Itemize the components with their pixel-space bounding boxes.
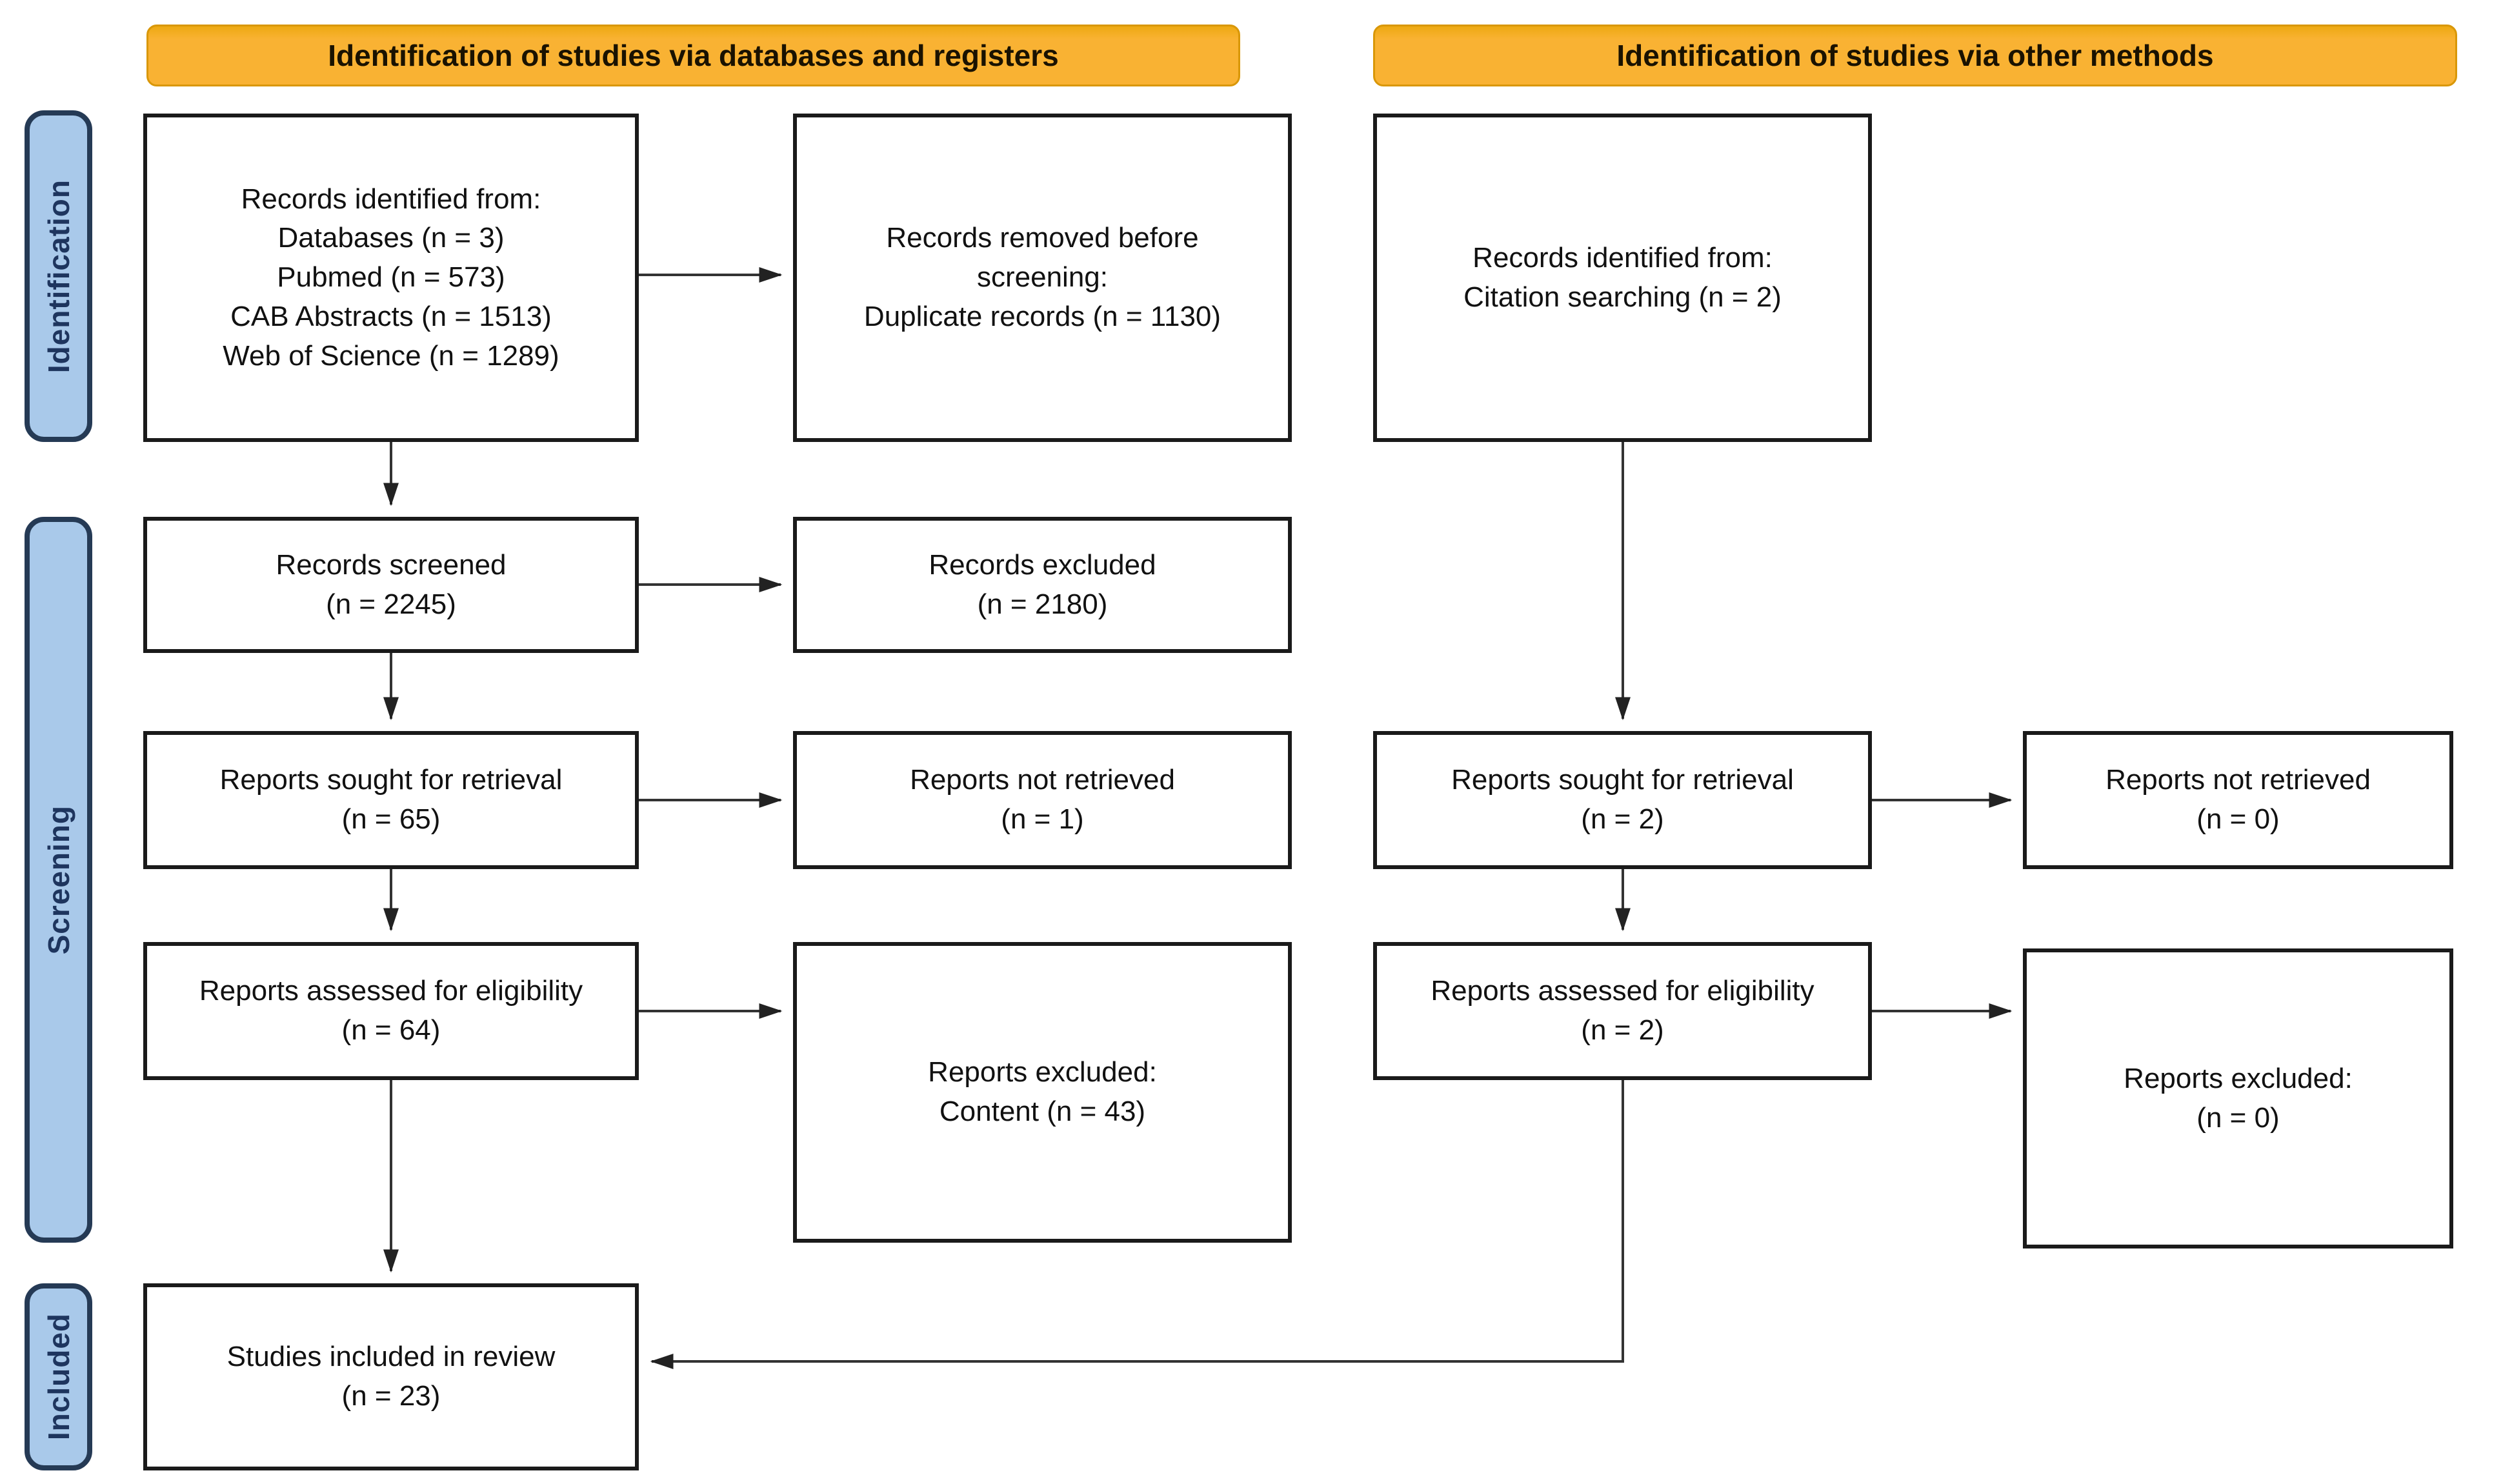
box-studies-included: Studies included in review (n = 23)	[143, 1283, 639, 1470]
box-reports-assessed-databases-text: Reports assessed for eligibility (n = 64…	[199, 975, 583, 1046]
box-reports-not-retrieved-other: Reports not retrieved (n = 0)	[2023, 731, 2453, 869]
box-reports-excluded-other-text: Reports excluded: (n = 0)	[2124, 1062, 2353, 1134]
box-studies-included-text: Studies included in review (n = 23)	[226, 1341, 556, 1412]
box-records-removed: Records removed before screening: Duplic…	[793, 114, 1292, 442]
box-reports-not-retrieved-databases-text: Reports not retrieved (n = 1)	[910, 764, 1175, 835]
box-reports-sought-databases-text: Reports sought for retrieval (n = 65)	[219, 764, 563, 835]
box-records-excluded-text: Records excluded (n = 2180)	[929, 548, 1156, 620]
box-reports-assessed-databases: Reports assessed for eligibility (n = 64…	[143, 942, 639, 1080]
stage-screening: Screening	[25, 517, 92, 1243]
header-other-methods-label: Identification of studies via other meth…	[1616, 39, 2214, 72]
box-records-screened: Records screened (n = 2245)	[143, 517, 639, 653]
box-records-identified-databases-text: Records identified from: Databases (n = …	[223, 183, 559, 372]
box-reports-not-retrieved-other-text: Reports not retrieved (n = 0)	[2105, 764, 2371, 835]
stage-included-label: Included	[41, 1313, 75, 1441]
box-reports-assessed-other-text: Reports assessed for eligibility (n = 2)	[1431, 975, 1814, 1046]
stage-identification-label: Identification	[41, 179, 75, 374]
box-reports-assessed-other: Reports assessed for eligibility (n = 2)	[1373, 942, 1872, 1080]
box-records-screened-text: Records screened (n = 2245)	[276, 548, 507, 620]
box-reports-sought-other: Reports sought for retrieval (n = 2)	[1373, 731, 1872, 869]
stage-screening-label: Screening	[41, 805, 75, 955]
header-databases-registers: Identification of studies via databases …	[146, 25, 1240, 86]
box-records-identified-databases: Records identified from: Databases (n = …	[143, 114, 639, 442]
box-reports-sought-databases: Reports sought for retrieval (n = 65)	[143, 731, 639, 869]
box-reports-excluded-databases: Reports excluded: Content (n = 43)	[793, 942, 1292, 1243]
box-records-excluded: Records excluded (n = 2180)	[793, 517, 1292, 653]
box-records-identified-citation-text: Records identified from: Citation search…	[1463, 241, 1782, 313]
box-records-identified-citation: Records identified from: Citation search…	[1373, 114, 1872, 442]
stage-included: Included	[25, 1283, 92, 1470]
box-records-removed-text: Records removed before screening: Duplic…	[863, 222, 1221, 332]
box-reports-excluded-other: Reports excluded: (n = 0)	[2023, 948, 2453, 1248]
header-other-methods: Identification of studies via other meth…	[1373, 25, 2457, 86]
box-reports-sought-other-text: Reports sought for retrieval (n = 2)	[1451, 764, 1794, 835]
box-reports-not-retrieved-databases: Reports not retrieved (n = 1)	[793, 731, 1292, 869]
header-databases-registers-label: Identification of studies via databases …	[328, 39, 1059, 72]
box-reports-excluded-databases-text: Reports excluded: Content (n = 43)	[928, 1056, 1157, 1127]
stage-identification: Identification	[25, 110, 92, 442]
